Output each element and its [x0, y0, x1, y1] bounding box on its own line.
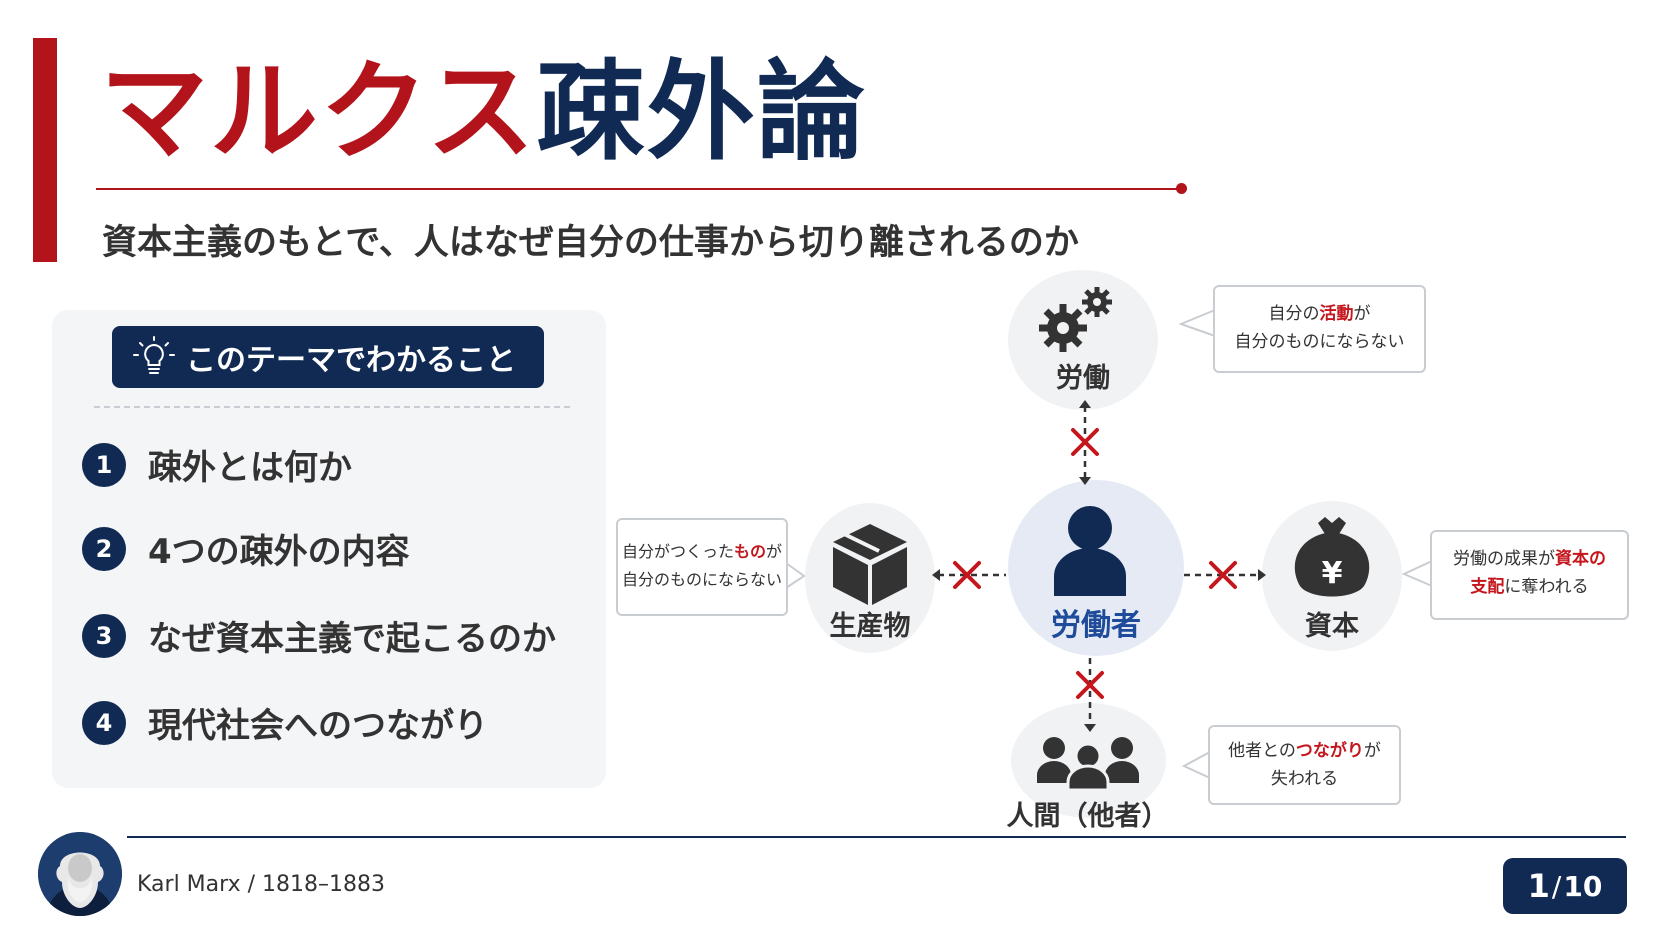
product-label: 生産物 — [829, 611, 911, 642]
page-total: 10 — [1563, 869, 1603, 903]
author-credit: Karl Marx / 1818–1883 — [137, 872, 385, 897]
topic-item: 4 現代社会へのつながり — [82, 698, 488, 747]
title-underline — [96, 188, 1184, 190]
page-separator: / — [1551, 869, 1562, 903]
labor-label: 労働 — [1056, 363, 1110, 394]
bubble-tail-product — [785, 562, 806, 589]
page-title: マルクス疎外論 — [100, 48, 867, 178]
panel-divider — [94, 406, 570, 408]
subtitle: 資本主義のもとで、人はなぜ自分の仕事から切り離されるのか — [102, 223, 1079, 263]
capital-label: 資本 — [1305, 611, 1359, 642]
topic-number-badge: 2 — [82, 526, 126, 571]
topic-number-badge: 3 — [82, 613, 126, 658]
marx-portrait — [38, 832, 122, 916]
topics-header: このテーマでわかること — [112, 326, 544, 388]
title-navy-part: 疎外論 — [536, 50, 867, 175]
labor-bubble: 自分の活動が 自分のものにならない — [1213, 285, 1426, 373]
topic-text: なぜ資本主義で起こるのか — [148, 619, 556, 659]
money-bag-icon: ¥ — [1294, 517, 1370, 597]
topic-text: 4つの疎外の内容 — [148, 532, 410, 572]
gears-icon — [1039, 287, 1112, 352]
connector-capital — [1184, 561, 1266, 589]
labor-node — [1008, 270, 1158, 410]
worker-label: 労働者 — [1051, 608, 1141, 643]
page-current: 1 — [1527, 867, 1550, 905]
title-red-part: マルクス — [100, 50, 537, 175]
bubble-tail-labor — [1178, 309, 1216, 337]
bubble-tail-capital — [1401, 560, 1433, 587]
title-underline-dot — [1176, 183, 1187, 194]
topics-panel: このテーマでわかること 1 疎外とは何か 2 4つの疎外の内容 3 なぜ資本主義… — [52, 310, 606, 788]
box-icon — [833, 524, 907, 605]
footer-rule — [127, 836, 1626, 838]
topic-text: 疎外とは何か — [148, 448, 352, 488]
bubble-tail-humans — [1181, 751, 1211, 779]
connector-humans — [1076, 658, 1104, 732]
title-accent-bar — [33, 38, 57, 262]
yen-symbol: ¥ — [1322, 556, 1343, 591]
topic-number-badge: 4 — [82, 700, 126, 745]
connector-product — [932, 561, 1006, 589]
lightbulb-icon — [133, 336, 175, 374]
product-bubble: 自分がつくったものが 自分のものにならない — [616, 518, 788, 616]
topics-header-text: このテーマでわかること — [186, 343, 516, 378]
topic-number-badge: 1 — [82, 442, 126, 487]
humans-label: 人間（他者） — [1006, 801, 1169, 832]
topic-item: 2 4つの疎外の内容 — [82, 524, 410, 573]
people-group-icon — [1037, 737, 1139, 792]
connector-labor — [1071, 400, 1099, 485]
portrait-illustration — [38, 832, 122, 916]
page-indicator: 1 / 10 — [1503, 858, 1627, 914]
topic-item: 1 疎外とは何か — [82, 440, 352, 489]
topic-item: 3 なぜ資本主義で起こるのか — [82, 611, 556, 660]
worker-icon — [1054, 506, 1126, 596]
topic-text: 現代社会へのつながり — [148, 706, 488, 746]
humans-bubble: 他者とのつながりが 失われる — [1208, 725, 1401, 805]
capital-bubble: 労働の成果が資本の 支配に奪われる — [1430, 530, 1629, 620]
